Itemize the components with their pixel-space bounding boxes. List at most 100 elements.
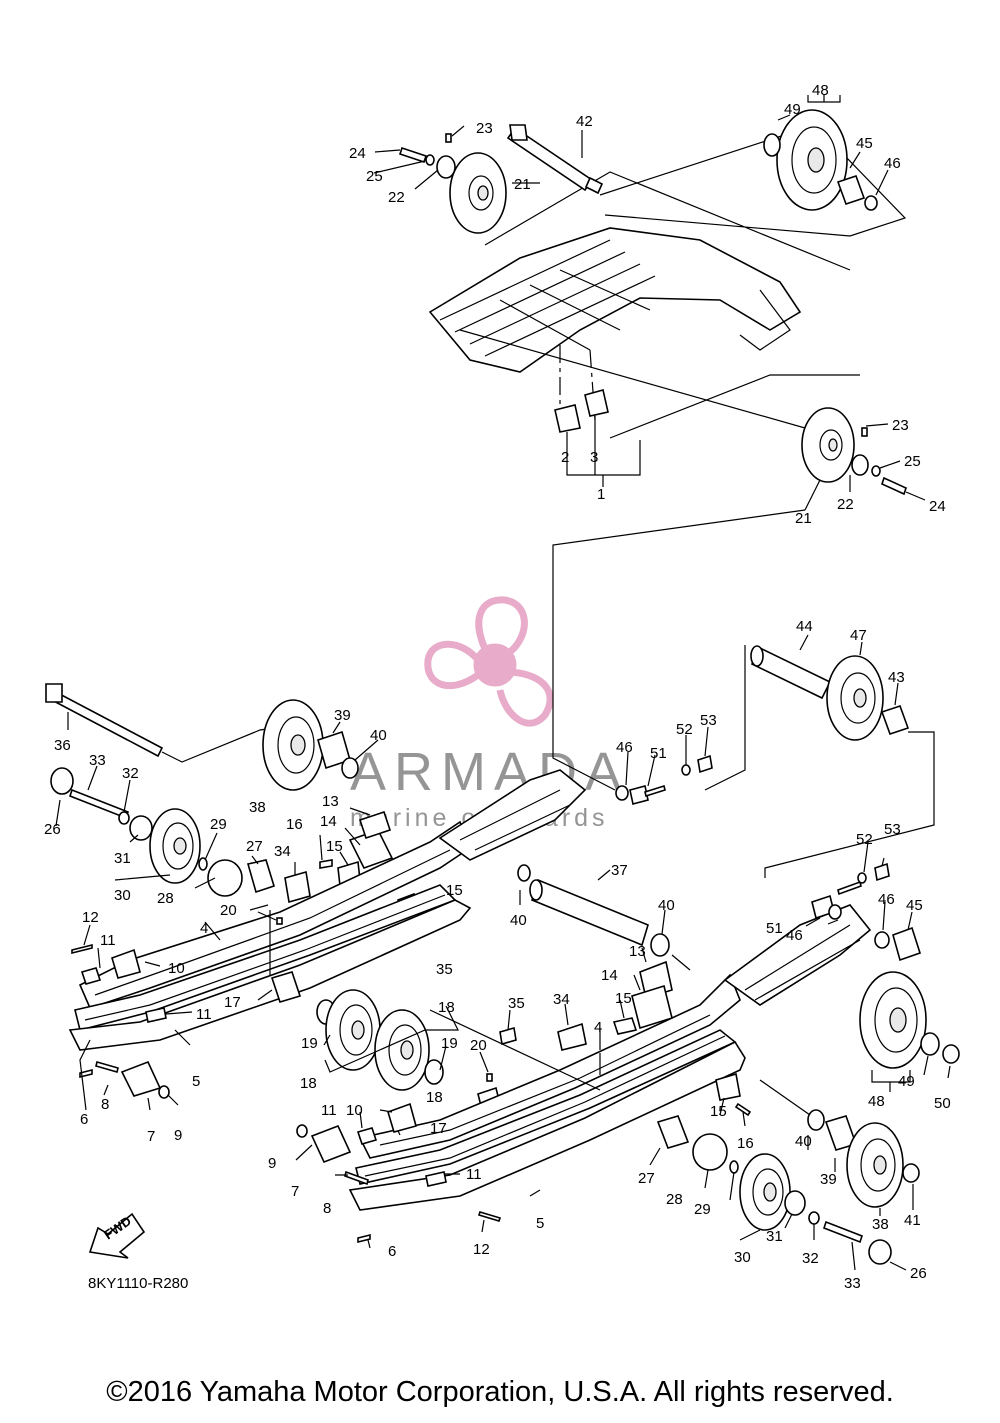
callout: 40 <box>510 912 527 929</box>
callout: 30 <box>734 1249 751 1266</box>
callout: 39 <box>820 1171 837 1188</box>
callout: 17 <box>430 1120 447 1137</box>
callout: 14 <box>601 967 618 984</box>
callout: 23 <box>476 120 493 137</box>
axle-44 <box>750 645 832 700</box>
callout: 52 <box>676 721 693 738</box>
callout: 32 <box>802 1250 819 1267</box>
part-2 <box>554 404 581 433</box>
fwd-arrow-icon: FWD <box>88 1212 146 1259</box>
callout: 48 <box>868 1093 885 1110</box>
callout: 26 <box>910 1265 927 1282</box>
wheel-38-right <box>846 1122 904 1208</box>
callout: 19 <box>441 1035 458 1052</box>
callout: 35 <box>436 961 453 978</box>
part-3 <box>584 389 609 417</box>
wheel-47 <box>826 655 884 741</box>
idler-wheel-21-right <box>801 407 855 483</box>
callout: 25 <box>904 453 921 470</box>
callout: 36 <box>54 737 71 754</box>
callout: 49 <box>784 101 801 118</box>
callout: 2 <box>561 449 569 466</box>
axle-42 <box>506 124 604 195</box>
callout: 12 <box>82 909 99 926</box>
callout: 27 <box>638 1170 655 1187</box>
wheel-30-left <box>149 808 201 884</box>
callout: 10 <box>346 1102 363 1119</box>
callout: 43 <box>888 669 905 686</box>
callout: 38 <box>872 1216 889 1233</box>
callout: 41 <box>904 1212 921 1229</box>
callout: 18 <box>426 1089 443 1106</box>
callout: 35 <box>508 995 525 1012</box>
wheel-30-right <box>739 1153 791 1231</box>
callout: 45 <box>906 897 923 914</box>
callout: 29 <box>210 816 227 833</box>
callout: 6 <box>80 1111 88 1128</box>
callout: 24 <box>349 145 366 162</box>
axle-36 <box>45 683 164 758</box>
callout: 51 <box>766 920 783 937</box>
callout: 46 <box>878 891 895 908</box>
callout: 15 <box>710 1103 727 1120</box>
callout: 40 <box>795 1133 812 1150</box>
idler-wheel-21-top <box>449 152 507 234</box>
diagram-code: 8KY1110-R280 <box>88 1275 188 1292</box>
callout: 48 <box>812 82 829 99</box>
track-belt <box>428 227 802 373</box>
callout: 12 <box>473 1241 490 1258</box>
callout: 8 <box>323 1200 331 1217</box>
callout: 20 <box>220 902 237 919</box>
callout: 19 <box>301 1035 318 1052</box>
callout: 40 <box>658 897 675 914</box>
callout: 45 <box>856 135 873 152</box>
callout: 7 <box>147 1128 155 1145</box>
callout: 52 <box>856 831 873 848</box>
callout: 6 <box>388 1243 396 1260</box>
wheel-18-left-b <box>374 1009 430 1091</box>
callout: 21 <box>795 510 812 527</box>
callout: 21 <box>514 176 531 193</box>
callout: 30 <box>114 887 131 904</box>
callout: 27 <box>246 838 263 855</box>
callout: 4 <box>200 920 208 937</box>
callout: 33 <box>89 752 106 769</box>
callout: 15 <box>615 990 632 1007</box>
callout: 49 <box>898 1073 915 1090</box>
callout: 1 <box>597 486 605 503</box>
wheel-48-right <box>859 971 927 1069</box>
callout: 25 <box>366 168 383 185</box>
callout: 22 <box>837 496 854 513</box>
callout: 18 <box>300 1075 317 1092</box>
callout: 4 <box>594 1019 602 1036</box>
callout: 11 <box>321 1102 337 1119</box>
callout: 40 <box>370 727 387 744</box>
callout: 23 <box>892 417 909 434</box>
callout: 16 <box>286 816 303 833</box>
callout: 29 <box>694 1201 711 1218</box>
callout: 11 <box>196 1006 212 1023</box>
callout: 11 <box>100 932 116 949</box>
callout: 9 <box>174 1127 182 1144</box>
propeller-icon <box>424 596 554 727</box>
wheel-48-top <box>776 109 848 211</box>
slide-rail-left <box>68 769 587 1051</box>
callout: 31 <box>766 1228 783 1245</box>
callout: 33 <box>844 1275 861 1292</box>
copyright-notice: ©2016 Yamaha Motor Corporation, U.S.A. A… <box>106 1376 894 1408</box>
callout: 20 <box>470 1037 487 1054</box>
callout: 13 <box>629 943 646 960</box>
callout: 32 <box>122 765 139 782</box>
callout: 44 <box>796 618 813 635</box>
callout: 34 <box>553 991 570 1008</box>
callout: 3 <box>590 449 598 466</box>
callout: 28 <box>157 890 174 907</box>
callout: 15 <box>446 882 463 899</box>
callout: 51 <box>650 745 667 762</box>
callout: 5 <box>536 1215 544 1232</box>
callout: 17 <box>224 994 241 1011</box>
callout: 50 <box>934 1095 951 1112</box>
callout: 38 <box>249 799 266 816</box>
callout: 14 <box>320 813 337 830</box>
